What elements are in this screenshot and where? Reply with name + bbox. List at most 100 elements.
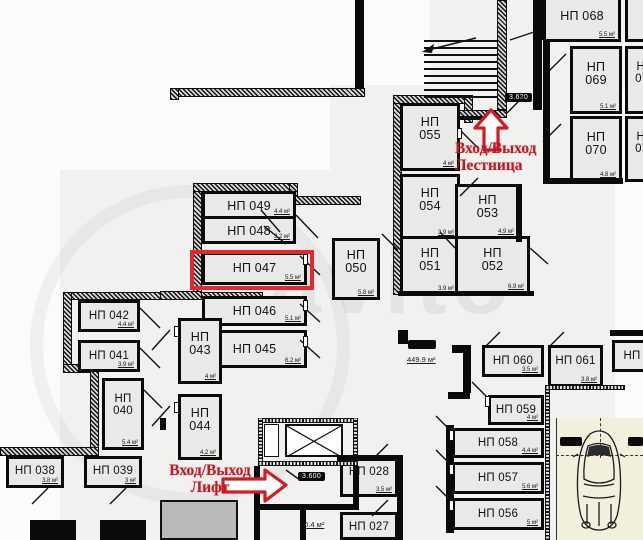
stair-threshold (446, 116, 487, 120)
door-np058 (449, 430, 454, 441)
door-np043 (174, 326, 179, 337)
room-np06x-label: НП 0 (623, 350, 641, 362)
wall-069-block-bottom (543, 178, 623, 184)
grey-service-block (160, 500, 238, 540)
elevator-cabin (285, 424, 343, 457)
parking-boundary-wall-top (545, 385, 625, 390)
room-np042-area: 4.4 м² (117, 321, 134, 328)
wall-pier-e (446, 425, 454, 533)
room-np040-area: 5.4 м² (121, 439, 138, 446)
room-np043-label: НП 043 (189, 330, 211, 358)
room-np053[interactable]: НП 053 4.9 м² (455, 184, 520, 239)
room-np069[interactable]: НП 069 5.1 м² (570, 46, 622, 114)
room-np044-area: 4.2 м² (199, 449, 216, 456)
wall-vertical-center-top (355, 0, 364, 92)
wall-top-right-vert (533, 0, 542, 110)
wall-pier-c (463, 345, 471, 393)
stair-direction-arrow-icon (422, 37, 477, 53)
room-np039[interactable]: НП 039 3 м² (84, 456, 142, 488)
room-np027[interactable]: НП 027 (340, 512, 398, 540)
room-np061-label: НП 061 (555, 355, 596, 367)
room-np051-label: НП 051 (419, 246, 441, 274)
door-np059 (485, 396, 490, 407)
parking-bay-line-h (556, 455, 643, 456)
room-np028-area: 3.5 м² (375, 486, 392, 493)
wall-pier-a (398, 330, 408, 344)
room-np056[interactable]: НП 056 5 м² (452, 498, 544, 530)
room-np050[interactable]: НП 050 5.8 м² (332, 238, 380, 300)
room-np057-label: НП 057 (477, 472, 519, 484)
room-np055[interactable]: НП 055 4 м² (400, 103, 460, 171)
room-np046-area: 5.1 м² (284, 315, 301, 322)
room-np058-area: 4.4 м² (521, 447, 538, 454)
elevator-wall-bottom (258, 461, 358, 466)
elevator-wall-top (258, 418, 358, 423)
wall-lift-lobby-right (353, 466, 359, 506)
lower-corridor-area-label: 10.4 м² (300, 520, 325, 529)
wall-053-right (516, 184, 522, 242)
room-np059-label: НП 059 (495, 404, 537, 416)
room-np060[interactable]: НП 060 3.5 м² (482, 345, 544, 377)
room-np068[interactable]: НП 068 5.5 м² (543, 0, 621, 42)
room-np058-label: НП 058 (477, 437, 519, 449)
room-np038-area: 3.8 м² (41, 477, 58, 484)
room-np071-label: НП 071 (635, 131, 643, 156)
room-np055-label: НП 055 (419, 115, 441, 143)
door-np056 (449, 500, 454, 511)
room-np046[interactable]: НП 046 5.1 м² (202, 296, 307, 326)
room-np043[interactable]: НП 043 4 м² (178, 318, 222, 384)
room-np040[interactable]: НП 040 5.4 м² (102, 378, 144, 450)
elevator-cross-icon (287, 426, 341, 457)
elevator-side-chamber (264, 424, 279, 457)
wall-hatched-055-right (464, 95, 473, 123)
room-np073-partial[interactable] (625, 0, 643, 42)
room-np059-area: 4 м² (526, 414, 538, 421)
room-np053-label: НП 053 (476, 193, 499, 221)
room-np060-label: НП 060 (492, 355, 534, 367)
room-np050-area: 5.8 м² (357, 289, 374, 296)
room-np044[interactable]: НП 044 4.2 м² (178, 394, 222, 460)
wall-bottom-left-stub-a (30, 520, 76, 540)
room-np06x-partial[interactable]: НП 0 (612, 340, 643, 372)
room-np051-area: 3.9 м² (437, 285, 454, 292)
entrance-stairs-arrow-icon (473, 108, 509, 152)
door-np045 (303, 336, 308, 347)
wall-bottom-left-stub-b (100, 520, 146, 540)
room-np052[interactable]: НП 052 6.9 м² (455, 236, 530, 294)
room-np046-label: НП 046 (232, 304, 277, 318)
room-np069-label: НП 069 (585, 60, 607, 88)
room-np057-area: 5.6 м² (521, 483, 538, 490)
door-np057 (449, 464, 454, 475)
room-np072[interactable]: НП 072 5 (625, 46, 643, 114)
room-np071[interactable]: НП 071 5 (625, 116, 643, 182)
wall-pier-b (452, 345, 464, 353)
wall-lift-lobby-bottom (254, 504, 359, 510)
wall-hatched-bottom-left (0, 447, 99, 456)
entrance-stairs-label: Вход/Выход Лестница (455, 140, 537, 175)
parking-boundary-wall (545, 385, 550, 540)
car-icon (572, 430, 626, 531)
room-np052-area: 6.9 м² (507, 283, 524, 290)
room-np068-label: НП 068 (560, 9, 604, 23)
room-np047-label: НП 047 (232, 261, 277, 275)
room-np059[interactable]: НП 059 4 м² (488, 395, 544, 425)
room-np055-area: 4 м² (442, 160, 454, 167)
room-np045-label: НП 045 (232, 342, 277, 356)
wall-pier-g (610, 330, 643, 336)
room-np041[interactable]: НП 041 3.9 м² (78, 340, 140, 372)
room-np044-label: НП 044 (189, 406, 211, 434)
room-np049[interactable]: НП 049 4.4 м² (202, 191, 296, 219)
room-np042[interactable]: НП 042 4.4 м² (78, 300, 140, 332)
stairs-level-marker: 3.620 (505, 93, 533, 102)
room-np072-label: НП 072 (635, 61, 643, 86)
room-np038-label: НП 038 (14, 465, 56, 477)
room-np068-area: 5.5 м² (598, 31, 615, 38)
room-np054-label: НП 054 (419, 186, 441, 214)
room-np039-area: 3 м² (124, 477, 136, 484)
room-np049-label: НП 049 (227, 199, 271, 213)
room-np038[interactable]: НП 038 3.8 м² (6, 456, 64, 488)
room-np027-label: НП 027 (348, 521, 390, 533)
room-np042-label: НП 042 (88, 310, 130, 322)
parking-divider-left (556, 418, 557, 540)
elevator-wall-right (353, 418, 358, 466)
